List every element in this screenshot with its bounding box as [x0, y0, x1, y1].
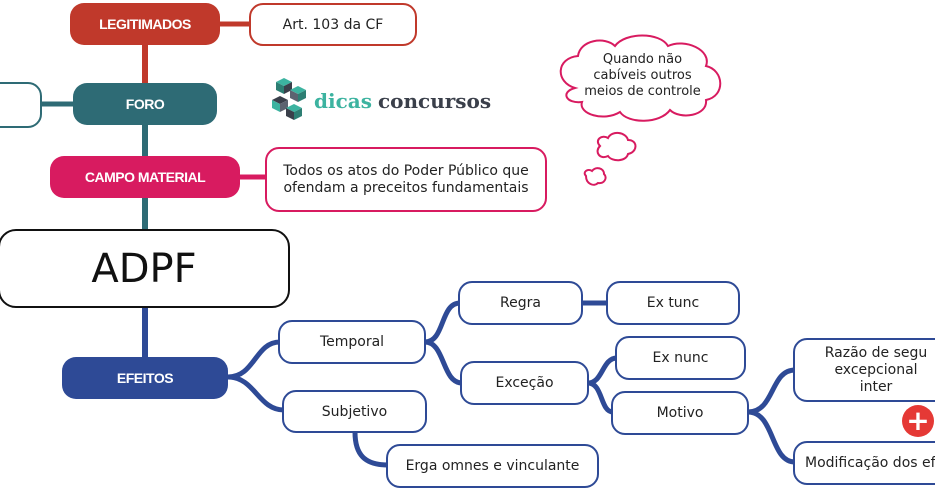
plus-icon[interactable]: +: [902, 405, 934, 437]
node-ex-tunc[interactable]: Ex tunc: [606, 281, 740, 325]
branch-foro-label: FORO: [125, 96, 165, 112]
root-node-label: ADPF: [91, 245, 197, 292]
node-motivo[interactable]: Motivo: [611, 391, 749, 435]
branch-foro[interactable]: FORO: [73, 83, 217, 125]
logo-word-concursos: concursos: [377, 89, 492, 113]
node-temporal[interactable]: Temporal: [278, 320, 426, 364]
legitimados-detail-text: Art. 103 da CF: [282, 16, 384, 33]
foro-detail-offscreen[interactable]: [0, 82, 42, 128]
note-cloud: [559, 34, 722, 186]
node-ex-nunc-label: Ex nunc: [652, 350, 709, 366]
campo-material-detail[interactable]: Todos os atos do Poder Público que ofend…: [265, 147, 547, 212]
campo-material-detail-text: Todos os atos do Poder Público que ofend…: [283, 162, 529, 196]
legitimados-detail[interactable]: Art. 103 da CF: [249, 3, 417, 46]
branch-legitimados-label: LEGITIMADOS: [99, 16, 191, 32]
root-node[interactable]: ADPF: [0, 229, 290, 308]
node-ex-tunc-label: Ex tunc: [646, 295, 700, 311]
node-ex-nunc[interactable]: Ex nunc: [615, 336, 746, 380]
node-motivo-label: Motivo: [656, 405, 704, 421]
node-subjetivo[interactable]: Subjetivo: [282, 390, 427, 433]
node-razao[interactable]: Razão de segu excepcional inter: [793, 338, 935, 402]
node-subjetivo-label: Subjetivo: [321, 403, 388, 420]
node-erga-omnes-label: Erga omnes e vinculante: [405, 458, 580, 474]
node-modificacao[interactable]: Modificação dos ef: [793, 441, 935, 485]
node-erga-omnes[interactable]: Erga omnes e vinculante: [386, 444, 599, 488]
plus-icon-glyph: +: [906, 404, 930, 437]
logo-word-dicas: dicas: [314, 89, 372, 113]
node-temporal-label: Temporal: [319, 334, 385, 350]
node-excecao-label: Exceção: [495, 375, 554, 391]
node-excecao[interactable]: Exceção: [460, 361, 589, 405]
branch-efeitos-label: EFEITOS: [116, 370, 174, 386]
branch-efeitos[interactable]: EFEITOS: [62, 357, 228, 399]
node-razao-label: Razão de segu excepcional inter: [824, 344, 928, 395]
node-regra[interactable]: Regra: [458, 281, 583, 325]
logo: dicas concursos: [270, 76, 491, 126]
branch-legitimados[interactable]: LEGITIMADOS: [70, 3, 220, 45]
cube-cluster-icon: [272, 78, 306, 120]
branch-campo-material-label: CAMPO MATERIAL: [84, 169, 206, 185]
node-modificacao-label: Modificação dos ef: [805, 455, 935, 471]
note-cloud-text: Quando não cabíveis outros meios de cont…: [584, 52, 701, 99]
branch-campo-material[interactable]: CAMPO MATERIAL: [50, 156, 240, 198]
node-regra-label: Regra: [500, 295, 541, 311]
